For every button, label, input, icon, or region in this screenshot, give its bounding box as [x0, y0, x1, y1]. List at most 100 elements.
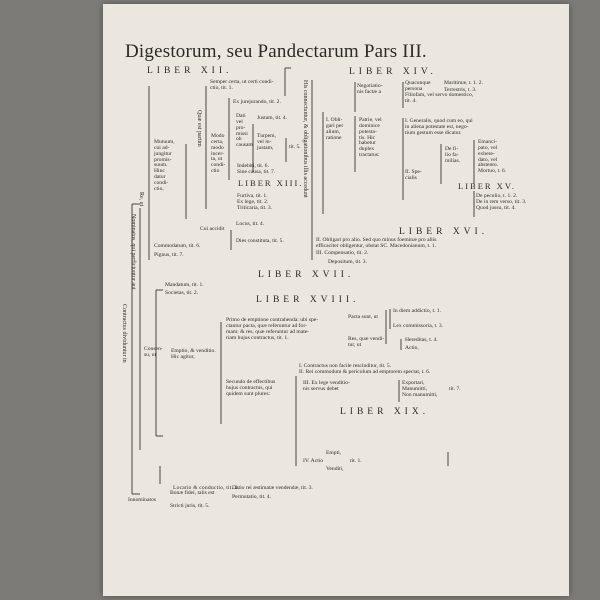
- mutuum-line: datur: [154, 174, 166, 181]
- exportari-block: Exportari, Manumitti, Non manumitti,: [402, 380, 438, 399]
- generalis-line: I. Generalis, quod cum eo, qui: [405, 118, 473, 124]
- tit-5: tit. 5.: [289, 144, 301, 150]
- patrie-line: habetur: [359, 140, 376, 147]
- dati-line: vel: [236, 118, 243, 125]
- generalis-line: in aliena potestate est, nego-: [405, 123, 469, 130]
- obligari-block: I. Obli- gari per alium, ratione: [326, 117, 344, 141]
- liber-xv-heading: LIBER XV.: [458, 181, 516, 191]
- maritima: Maritimæ, t. 1. 2.: [444, 80, 484, 86]
- emptio-line: Emptio, & venditio.: [171, 348, 216, 354]
- dati-line: causam: [236, 142, 253, 149]
- furtiva-line: Triticaria, tit. 3.: [237, 204, 273, 211]
- pignus: Pignus, tit. 7.: [154, 252, 184, 258]
- primo-block: Primo de emptione contrahenda: ubi spe- …: [226, 317, 319, 341]
- dies-constituta: Dies constituta, tit. 5.: [236, 238, 284, 244]
- societas: Societas, tit. 2.: [165, 290, 199, 296]
- modo-line: modo: [211, 144, 224, 151]
- locus: Locus, tit. 4.: [236, 221, 265, 227]
- turpem-line: justam,: [257, 144, 274, 151]
- indebiti-line: Sine causa, tit. 7.: [237, 168, 276, 175]
- emancipato-line: abstento.: [478, 162, 499, 169]
- datio-rei: Datio rei æstimatæ vendendæ, tit. 3.: [232, 485, 313, 491]
- consensu-label: Consen- su, ut: [144, 346, 163, 359]
- empti: Empti,: [326, 450, 342, 456]
- patrie-block: Patrie, vel dominice potesta- tis. Hic h…: [359, 117, 382, 159]
- obligari-line: I. Obli-: [326, 117, 343, 123]
- emptio-block: Emptio, & venditio. Hic agitur,: [171, 348, 216, 361]
- quacunque-block: Quacunque persona Filiofam, vel servo do…: [405, 80, 474, 104]
- liber-xvii-heading: LIBER XVII.: [258, 270, 355, 280]
- mutuum-line: cui ad-: [154, 144, 170, 151]
- generalis-line: tium gestum esse dicatur.: [405, 129, 462, 136]
- modo-line: condi-: [211, 162, 226, 169]
- primo-line: riam hujus contractus, tit. 1.: [226, 334, 289, 341]
- patrie-line: tis. Hic: [359, 134, 376, 141]
- mutuum-line: suum.: [154, 162, 168, 169]
- obligari-line: alium,: [326, 128, 341, 135]
- mutuum-line: Mutuum,: [154, 139, 175, 145]
- modo-line: ta, ut: [211, 156, 223, 163]
- exportari-line: Non manumitti,: [402, 391, 438, 398]
- emancipato-line: Emanci-: [478, 139, 497, 145]
- his-connectuntur-vertical-label: His connectuntur, & obligationibus illis…: [302, 80, 308, 198]
- tit-7: tit. 7.: [449, 386, 461, 392]
- re-vertical-label: Re, ut: [138, 192, 144, 207]
- primo-line: Primo de emptione contrahenda: ubi spe-: [226, 317, 319, 323]
- in-diem-addictio: In diem addictio, t. 1.: [393, 308, 442, 314]
- emptio-line: Hic agitur,: [171, 353, 195, 360]
- generalis-block: I. Generalis, quod cum eo, qui in aliena…: [405, 118, 473, 137]
- iv-actio: IV. Actio: [303, 458, 324, 464]
- depositum: Depositum, tit. 3.: [328, 259, 368, 265]
- modo-line: Modo: [211, 133, 225, 139]
- de-filio-line: lio fa-: [445, 151, 459, 158]
- dati-block: Dati vel pro- missi ob causam: [236, 113, 253, 149]
- ex-lege-line: III. Ex lege venditio-: [303, 380, 350, 386]
- semper-line: Semper certa, ut certi condi-: [210, 79, 274, 85]
- pacta-sunt: Pacta sunt, ut: [348, 314, 378, 320]
- specialis-line: II. Spe-: [405, 169, 422, 175]
- liber-xix-heading: LIBER XIX.: [340, 407, 430, 417]
- turpem-line: vel in-: [257, 138, 272, 145]
- mutuum-line: jungitur: [154, 150, 172, 157]
- permutatio: Permutatio, tit. 4.: [232, 494, 271, 500]
- mutuum-block: Mutuum, cui ad- jungitur promis- suum. H…: [154, 139, 175, 193]
- compensatio: III. Compensatio, tit. 2.: [316, 250, 369, 256]
- patrie-line: potesta-: [359, 128, 377, 135]
- contractus-line: II. Rei commodum & periculum ad emptorem…: [299, 368, 431, 375]
- quae-est-vertical-label: Quæ est partim: [196, 110, 202, 147]
- emancipato-line: dato, vel: [478, 156, 498, 163]
- furtiva-block: Furtiva, tit. 1. Ex lege, tit. 2. Tritic…: [237, 193, 273, 212]
- venditi: Venditi,: [326, 466, 344, 472]
- liber-xii-heading: LIBER XII.: [147, 66, 233, 76]
- negotiatio-line: Negotiatio-: [357, 83, 383, 89]
- obligari-line: gari per: [326, 122, 344, 129]
- innominatos: Innominatos: [128, 497, 156, 503]
- cui-accidit: Cui accidit: [200, 226, 225, 232]
- res-line: tur, ut: [348, 341, 362, 348]
- justam: Justam, tit. 4.: [257, 115, 287, 121]
- mutuum-line: promis-: [154, 156, 172, 163]
- obligari-pro-alio: II. Obligari pro alio. Sed quo minus foe…: [316, 237, 436, 250]
- quacunque-line: Filiofam, vel servo domestico,: [405, 91, 474, 98]
- emancipato-line: pato, vel: [478, 144, 498, 151]
- peculio-block: De peculio, t. 1. 2. De in rem verso, ti…: [476, 193, 526, 212]
- brace-lines: [131, 67, 475, 495]
- de-filio-line: milias.: [445, 157, 461, 164]
- semper-certa: Semper certa, ut certi condi- ctio, tit.…: [210, 79, 274, 92]
- contractus-non-rescinditur: I. Contractus non facile rescinditur, ti…: [299, 363, 431, 376]
- consensu-line: Consen-: [144, 346, 163, 352]
- semper-line: ctio, tit. 1.: [210, 84, 233, 91]
- patrie-line: duplex: [359, 146, 375, 153]
- res-line: Res, quæ vendi-: [348, 336, 385, 342]
- bonae-fidei: Bonæ fidei, talis est: [170, 490, 215, 496]
- ex-lege-venditionis: III. Ex lege venditio- nis servus debet: [303, 380, 350, 393]
- specialis-block: II. Spe- cialis: [405, 169, 422, 182]
- liber-xiii-heading: LIBER XIII.: [238, 178, 304, 188]
- furtiva-line: Ex lege, tit. 2.: [237, 198, 269, 205]
- de-filio-block: De fi- lio fa- milias.: [445, 146, 461, 165]
- secundo-block: Secundo de effectibus hujus contractus, …: [226, 379, 275, 398]
- indebiti-line: Indebiti, tit. 6.: [237, 163, 269, 169]
- hereditas: Hereditas, t. 4.: [405, 337, 438, 343]
- stricti-juris: Stricti juris, tit. 5.: [170, 503, 210, 509]
- emancipato-block: Emanci- pato, vel exhere- dato, vel abst…: [478, 139, 506, 175]
